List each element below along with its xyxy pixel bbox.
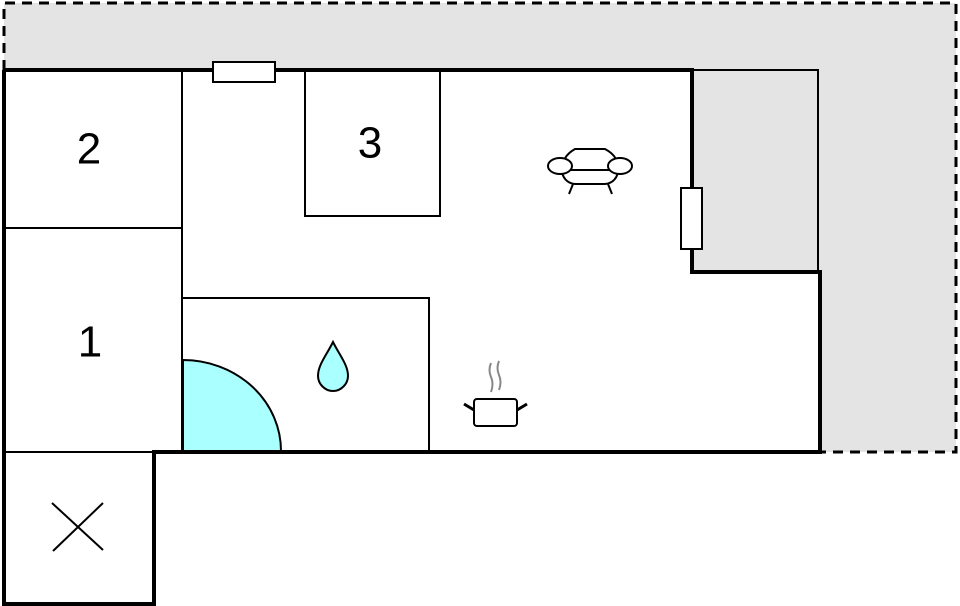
room-2-label: 2 [77, 125, 101, 174]
terrace [2, 1, 958, 454]
exterior-walls [2, 68, 822, 606]
room-1: 1 [3, 227, 183, 453]
cross-icon [51, 502, 104, 552]
room-1-label: 1 [78, 318, 102, 367]
bathroom [181, 297, 430, 453]
room-3-label: 3 [358, 119, 382, 168]
shower-quarter-circle [182, 358, 283, 452]
water-drop-icon [316, 339, 350, 393]
room-3: 3 [304, 69, 441, 217]
window-right [680, 187, 703, 250]
window-top [212, 61, 276, 83]
room-2: 2 [3, 69, 183, 229]
cooking-pot-icon [463, 360, 528, 427]
sofa-icon [547, 148, 633, 195]
storage-room [4, 452, 154, 604]
